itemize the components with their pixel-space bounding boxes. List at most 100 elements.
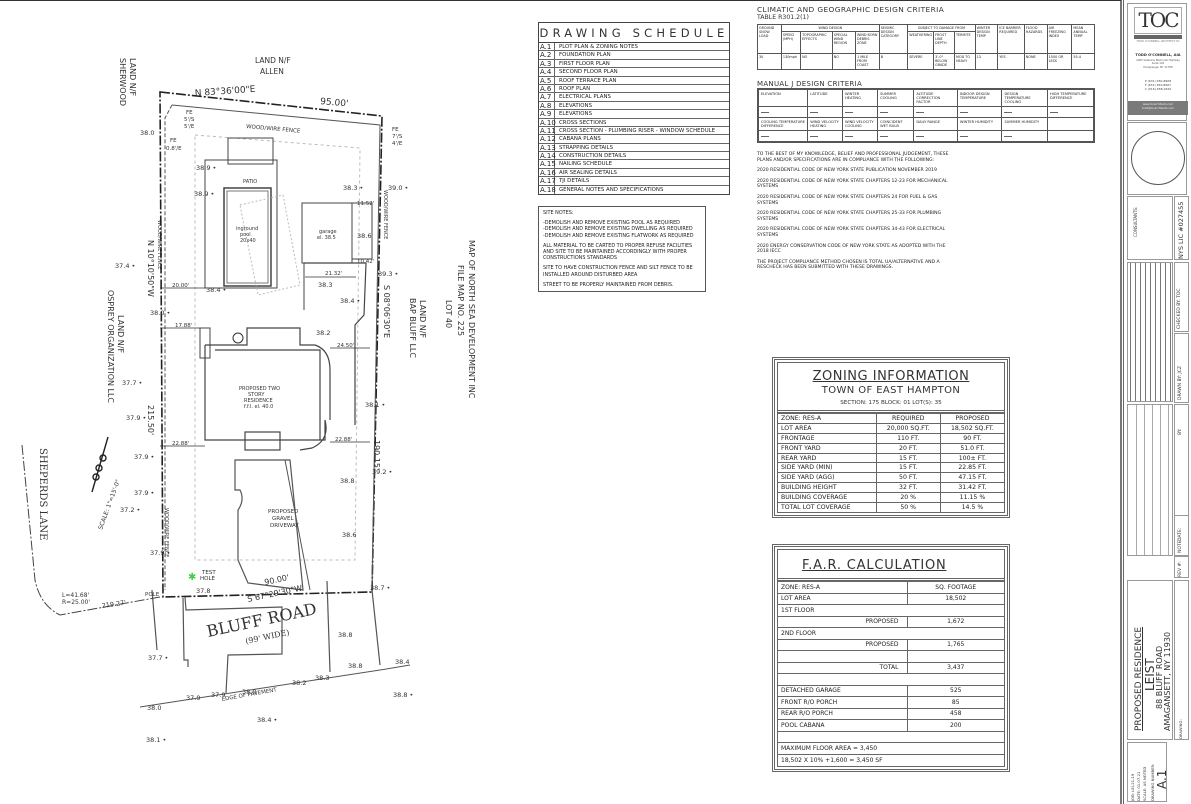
code-compliance-notes: TO THE BEST OF MY KNOWLEDGE, BELIEF AND …: [757, 152, 957, 276]
sheet-name: PLOT PLAN & ZONING NOTES: [559, 44, 638, 50]
svg-text:BAP BLUFF LLC: BAP BLUFF LLC: [408, 298, 417, 358]
manual-j-header: ALTITUDE CORRECTION FACTOR: [913, 88, 958, 107]
north-arrow-icon: [91, 436, 109, 493]
sheet-number: A.5: [539, 76, 555, 85]
proposed-residence: [204, 327, 331, 451]
svg-text:38.6: 38.6: [357, 232, 371, 240]
architect-phones: P (631) 650-8908 F (631) 650-8667 C (516…: [1144, 79, 1172, 91]
svg-text:el. 38.5: el. 38.5: [317, 235, 336, 241]
far-row: [778, 673, 1004, 685]
svg-text:22.88': 22.88': [172, 441, 189, 447]
svg-text:5'/S: 5'/S: [184, 117, 195, 123]
manual-j-value: [841, 106, 879, 118]
svg-text:GRAVEL: GRAVEL: [272, 516, 295, 522]
svg-text:38.8 •: 38.8 •: [393, 691, 413, 699]
site-plan: ✱ LAND N/F ALLEN N 83°36'00"E 95.00' WOO…: [21, 56, 476, 744]
license-box: NYS LIC #027455: [1174, 196, 1189, 260]
far-row: [778, 730, 1004, 743]
climatic-value: NONE: [1023, 53, 1048, 70]
climatic-value: B: [878, 53, 909, 70]
svg-text:17.88': 17.88': [175, 323, 192, 329]
manual-j-header: WIND VELOCITY HEATING: [807, 117, 843, 131]
sheet-number: A.3: [539, 59, 555, 68]
climatic-value: NO: [800, 53, 833, 70]
climatic-title: CLIMATIC AND GEOGRAPHIC DESIGN CRITERIA: [757, 5, 945, 14]
svg-text:LAND N/F: LAND N/F: [116, 315, 125, 353]
site-notes: SITE NOTES: -DEMOLISH AND REMOVE EXISTIN…: [538, 206, 706, 293]
svg-text:WOOD/WIRE FENCE: WOOD/WIRE FENCE: [246, 124, 301, 135]
sheet-number: A.4: [539, 68, 555, 76]
climatic-table: GROUND SNOW LOAD WIND DESIGN SEISMIC DES…: [757, 24, 1095, 70]
far-title: F.A.R. CALCULATION: [802, 558, 947, 573]
svg-text:38.4 •: 38.4 •: [340, 297, 360, 305]
svg-text:38.9 •: 38.9 •: [194, 190, 214, 198]
svg-text:SHERWOOD: SHERWOOD: [118, 58, 127, 106]
pool-cabana: [227, 137, 274, 165]
svg-text:38.2: 38.2: [316, 329, 330, 337]
sheet-number: A.9: [539, 110, 555, 118]
manual-j-title: MANUAL J DESIGN CRITERIA: [757, 80, 863, 88]
svg-text:38.0: 38.0: [147, 704, 161, 712]
drawing-schedule-title: DRAWING SCHEDULE: [539, 23, 729, 43]
architect-address: 1000 Veterans Memorial Highway Suite 103…: [1136, 59, 1180, 69]
revision-table: [1127, 404, 1173, 556]
site-note: STREET TO BE PROPERLY MAINTAINED FROM DE…: [543, 281, 674, 288]
sheet-name: FOUNDATION PLAN: [559, 52, 611, 59]
zoning-row: SIDE YARD (MIN)15 FT.22.85 FT.: [778, 462, 1004, 473]
site-note: SITE TO HAVE CONSTRUCTION FENCE AND SILT…: [543, 265, 693, 278]
climatic-value: YES: [997, 53, 1025, 70]
manual-j-value: [877, 130, 915, 142]
manual-j-value: [757, 130, 809, 142]
sheet-number: A.1: [539, 43, 555, 51]
climatic-table-ref: TABLE R301.2(1): [757, 14, 809, 21]
manual-j-header: [1046, 117, 1095, 131]
svg-text:MAP OF NORTH SEA DEVELOPMENT I: MAP OF NORTH SEA DEVELOPMENT INC: [467, 240, 476, 399]
svg-text:HOLE: HOLE: [200, 576, 216, 582]
svg-text:24.50': 24.50': [337, 343, 354, 349]
sheet-name: STRAPPING DETAILS: [559, 144, 614, 151]
svg-text:39.0 •: 39.0 •: [388, 184, 408, 192]
manual-j-value: [757, 106, 809, 118]
manual-j-header: DAILY RANGE: [913, 117, 958, 131]
manual-j-header: WINTER HUMIDITY: [956, 117, 1003, 131]
climatic-value: 1500 OR LESS: [1046, 53, 1073, 70]
sheet-name: TJI DETAILS: [559, 178, 590, 185]
svg-text:10.42': 10.42': [357, 259, 374, 265]
sheet-name: ROOF TERRACE PLAN: [559, 77, 617, 84]
bluff-road-edges: [139, 580, 411, 708]
sheet-number: A.10: [540, 118, 556, 127]
wood-wire-fence: [164, 104, 381, 590]
svg-text:11.52': 11.52': [357, 201, 374, 207]
svg-text:FE: FE: [392, 127, 399, 133]
far-row: [778, 650, 1004, 662]
svg-text:LAND N/F: LAND N/F: [128, 58, 137, 96]
compliance-paragraph: 2020 RESIDENTIAL CODE OF NEW YORK STATE …: [757, 227, 946, 238]
sheet-name: FIRST FLOOR PLAN: [559, 60, 610, 67]
sheet-number: A.16: [540, 168, 556, 177]
svg-text:38.9 •: 38.9 •: [196, 164, 216, 172]
manual-j-header: INDOOR DESIGN TEMPERATURE: [956, 88, 1003, 107]
sheet-number: A.12: [540, 135, 556, 144]
svg-text:SCALE: 1"=15'-0": SCALE: 1"=15'-0": [97, 478, 122, 530]
manual-j-header: SUMMER COOLING: [877, 88, 915, 107]
zoning-town: TOWN OF EAST HAMPTON: [821, 385, 961, 396]
climatic-value: NO: [831, 53, 856, 70]
manual-j-value: [1046, 130, 1095, 142]
svg-text:FE: FE: [186, 110, 193, 116]
drawing-number: A.1: [1155, 769, 1169, 789]
sheperds-lane-edge: [21, 444, 161, 616]
